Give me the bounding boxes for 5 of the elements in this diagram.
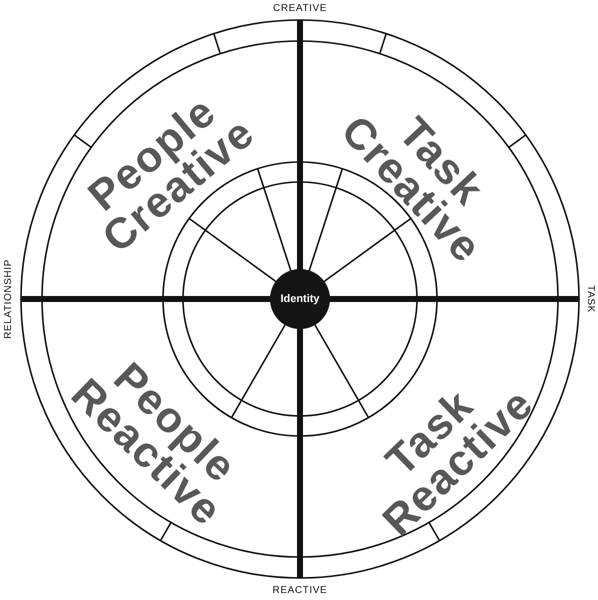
axis-label: CREATIVE <box>273 3 328 15</box>
axis-label: RELATIONSHIP <box>2 259 15 339</box>
identity-circle: Identity <box>270 269 330 329</box>
axis-label: REACTIVE <box>272 585 328 597</box>
axis-label: TASK <box>584 285 596 313</box>
